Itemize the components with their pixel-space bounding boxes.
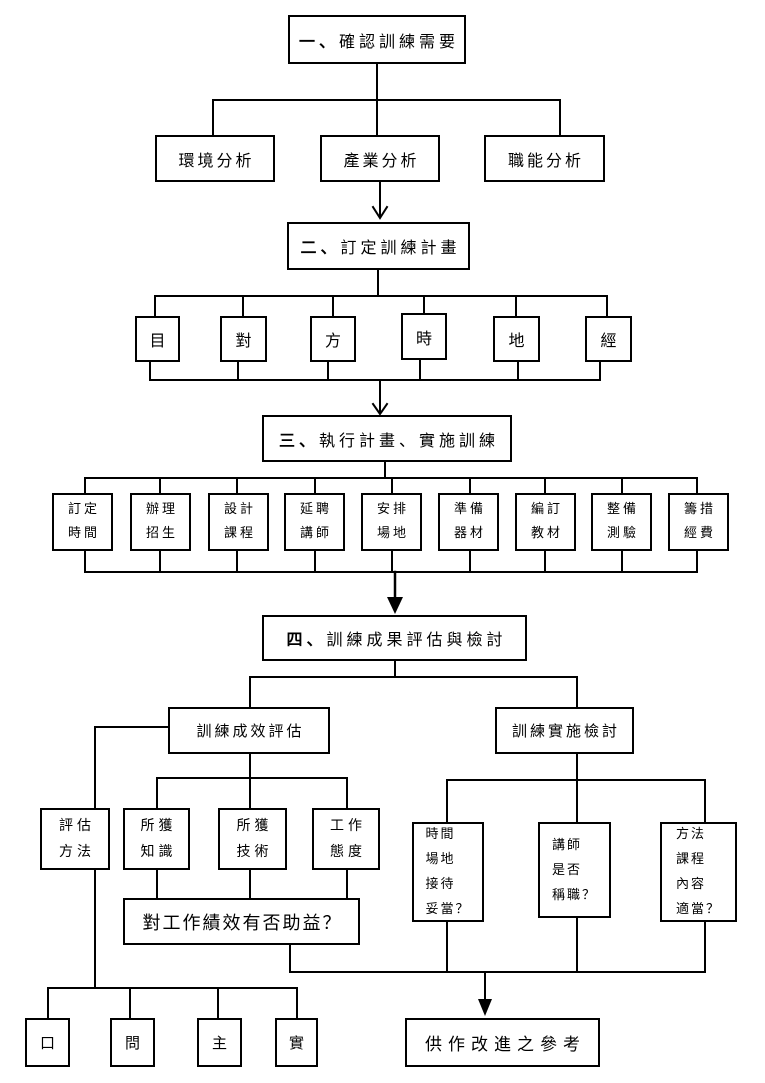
competency-analysis-box: 職能分析 xyxy=(484,135,605,182)
step1-box: 一、確認訓練需要 xyxy=(288,15,466,64)
arrow-down-icon xyxy=(478,999,492,1016)
step2-box: 二、訂定訓練計畫 xyxy=(287,222,470,270)
connector-plan-items-merge xyxy=(149,359,601,381)
connector-tasks-merge xyxy=(84,550,698,573)
task-label: 辦理 招生 xyxy=(145,502,178,541)
task-label: 安排 場地 xyxy=(376,502,409,541)
method-item-label: 口 xyxy=(39,1034,55,1052)
plan-item-label: 方 xyxy=(324,331,341,350)
plan-item-label: 地 xyxy=(508,331,525,350)
analysis-label: 職能分析 xyxy=(507,150,584,170)
task-box-venue: 安排 場地 xyxy=(361,493,422,551)
improvement-reference-box: 供作改進之參考 xyxy=(405,1018,600,1067)
connector-effectiveness-outcomes xyxy=(156,753,348,899)
plan-item-objective: 目 xyxy=(135,316,180,362)
analysis-label: 環境分析 xyxy=(178,150,255,170)
check-label: 方法 課程 內容 適當？ xyxy=(675,827,721,917)
evaluation-method-oral: 口 xyxy=(25,1018,70,1067)
task-box-equipment: 準備 器材 xyxy=(438,493,499,551)
arrow-down-icon xyxy=(387,597,403,614)
check-label: 講師 是否 稱職？ xyxy=(551,837,597,903)
effectiveness-title: 訓練成效評估 xyxy=(196,722,305,740)
task-label: 訂定 時間 xyxy=(67,502,100,541)
outcome-attitude-box: 工作 態度 xyxy=(312,808,380,870)
step3-box: 三、執行計畫、實施訓練 xyxy=(262,415,512,462)
plan-item-location: 地 xyxy=(493,316,540,362)
plan-item-method: 方 xyxy=(310,316,356,362)
task-label: 籌措 經費 xyxy=(683,502,716,541)
task-box-instructors: 延聘 講師 xyxy=(284,493,345,551)
outcome-skills-box: 所獲 技術 xyxy=(218,808,287,870)
plan-item-label: 經 xyxy=(600,331,617,350)
step4-title: 四、訓練成果評估與檢討 xyxy=(286,630,507,649)
step1-title: 一、確認訓練需要 xyxy=(298,31,460,51)
performance-question-box: 對工作績效有否助益？ xyxy=(123,898,360,945)
plan-item-label: 時 xyxy=(415,328,432,348)
connector-step3-to-tasks xyxy=(84,461,698,494)
improvement-reference-label: 供作改進之參考 xyxy=(425,1035,586,1055)
task-box-curriculum: 設計 課程 xyxy=(208,493,269,551)
connector-step2-to-plan-items xyxy=(154,269,608,317)
implementation-review-box: 訓練實施檢討 xyxy=(495,707,634,754)
step4-box: 四、訓練成果評估與檢討 xyxy=(262,615,527,661)
method-item-label: 問 xyxy=(124,1034,140,1052)
connector-to-result xyxy=(289,917,706,973)
check-label: 時間 場地 接待 妥當？ xyxy=(425,827,471,917)
check-logistics-box: 時間 場地 接待 妥當？ xyxy=(412,822,484,922)
plan-item-budget: 經 xyxy=(585,316,632,362)
task-box-materials: 編訂 教材 xyxy=(515,493,576,551)
connector-implementation-checks xyxy=(446,753,706,823)
task-label: 整備 測驗 xyxy=(606,502,639,541)
method-item-label: 主 xyxy=(211,1034,227,1052)
task-box-schedule: 訂定 時間 xyxy=(52,493,113,551)
implementation-title: 訓練實施檢討 xyxy=(511,722,620,740)
connector-step1-to-analyses xyxy=(212,63,561,136)
evaluation-method-box: 評估 方法 xyxy=(40,808,110,870)
plan-item-label: 目 xyxy=(149,331,166,350)
check-instructor-box: 講師 是否 稱職？ xyxy=(538,822,611,918)
task-box-funding: 籌措 經費 xyxy=(668,493,729,551)
step3-title: 三、執行計畫、實施訓練 xyxy=(278,430,500,450)
outcome-label: 所獲 知識 xyxy=(140,818,177,860)
analysis-label: 產業分析 xyxy=(343,150,420,170)
outcome-label: 所獲 技術 xyxy=(236,818,273,860)
arrow-down-icon xyxy=(371,402,389,416)
evaluation-method-questionnaire: 問 xyxy=(110,1018,155,1067)
method-item-label: 實 xyxy=(288,1034,304,1052)
task-label: 延聘 講師 xyxy=(299,502,332,541)
arrow-down-icon xyxy=(371,205,389,220)
evaluation-method-supervisor: 主 xyxy=(197,1018,242,1067)
connector-step4-split xyxy=(249,660,578,708)
evaluation-method-practical: 實 xyxy=(275,1018,318,1067)
outcome-knowledge-box: 所獲 知識 xyxy=(123,808,190,870)
task-label: 設計 課程 xyxy=(223,502,256,541)
task-box-testing: 整備 測驗 xyxy=(591,493,652,551)
task-label: 準備 器材 xyxy=(453,502,486,541)
evaluation-method-label: 評估 方法 xyxy=(59,818,95,860)
plan-item-target: 對 xyxy=(220,316,267,362)
plan-item-label: 對 xyxy=(235,331,252,350)
connector-evaluation-method xyxy=(47,726,298,1019)
task-box-enrollment: 辦理 招生 xyxy=(130,493,191,551)
step2-title: 二、訂定訓練計畫 xyxy=(300,238,461,257)
industry-analysis-box: 產業分析 xyxy=(320,135,440,182)
environment-analysis-box: 環境分析 xyxy=(155,135,275,182)
task-label: 編訂 教材 xyxy=(530,502,563,541)
performance-question-label: 對工作績效有否助益？ xyxy=(142,912,343,934)
effectiveness-evaluation-box: 訓練成效評估 xyxy=(168,707,330,754)
check-content-box: 方法 課程 內容 適當？ xyxy=(660,822,737,922)
plan-item-time: 時 xyxy=(401,313,447,360)
outcome-label: 工作 態度 xyxy=(330,818,366,860)
